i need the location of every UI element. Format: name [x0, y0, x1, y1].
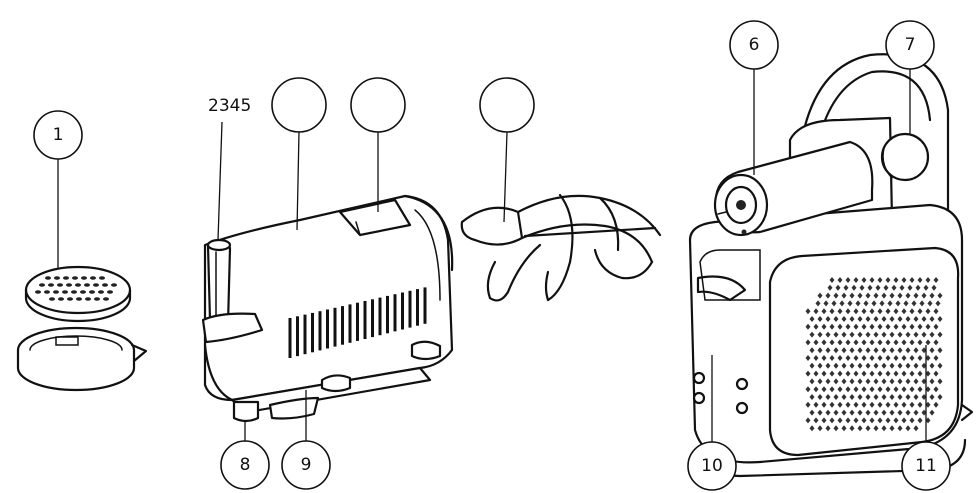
callout-10-circle	[687, 441, 737, 491]
callout-1-label: 1	[53, 125, 64, 145]
callout-11-label: 11	[915, 456, 937, 476]
callout-6-label: 6	[749, 35, 760, 55]
callout-sequence-label: 2345	[208, 96, 251, 116]
grinder-head-body	[201, 194, 454, 423]
callout-8-label: 8	[240, 455, 251, 475]
callout-1-circle	[33, 110, 83, 160]
callout-4-circle	[350, 77, 406, 133]
callout-5-circle	[479, 77, 535, 133]
callouts: 1 2345 6 7 8 9 10	[33, 20, 951, 491]
callout-7-label: 7	[905, 35, 916, 55]
callout-9-label: 9	[301, 455, 312, 475]
cutting-plate-and-ring	[16, 265, 148, 392]
motor-unit	[688, 53, 974, 478]
callout-9-circle	[281, 440, 331, 490]
callout-10-label: 10	[701, 456, 723, 476]
callout-8-circle	[220, 440, 270, 490]
auger-screw	[460, 193, 662, 302]
callout-11-circle	[901, 441, 951, 491]
callout-3-circle	[271, 77, 327, 133]
